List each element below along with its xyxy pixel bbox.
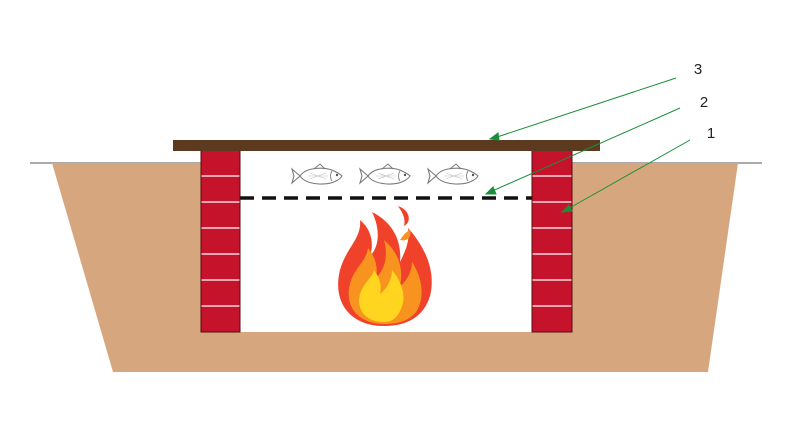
- lid-plank: [173, 140, 600, 151]
- leader-line-1: [565, 139, 691, 211]
- brick-wall-left: [200, 149, 241, 333]
- callout-number-3: 3: [694, 61, 702, 78]
- brick-wall-right: [531, 149, 573, 333]
- leader-lines: [484, 77, 691, 213]
- leader-line-2: [489, 107, 681, 193]
- fish-icon: [290, 163, 343, 185]
- leader-line-3: [493, 77, 677, 139]
- fish-icon: [358, 163, 411, 185]
- flame-icon: [338, 206, 432, 326]
- callout-number-1: 1: [707, 125, 715, 142]
- callout-number-2: 2: [700, 94, 708, 111]
- fish-icon: [426, 163, 479, 185]
